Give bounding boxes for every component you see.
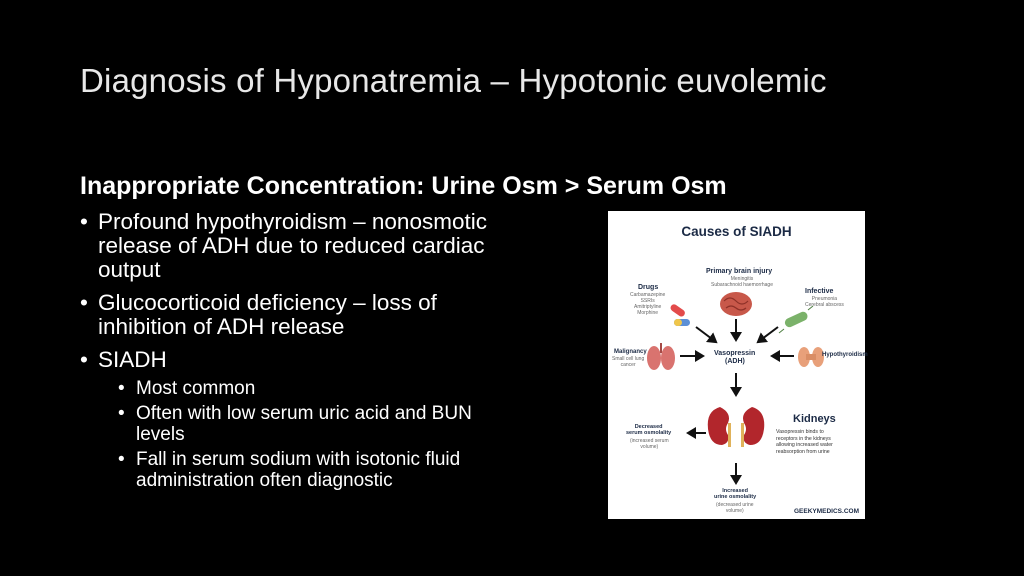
drugs-sub: Carbamazepine SSRIs Amitriptyline Morphi… (630, 292, 666, 316)
bullet-list: Profound hypothyroidism – nonosmotic rel… (80, 210, 510, 500)
section-heading: Inappropriate Concentration: Urine Osm >… (80, 172, 727, 200)
brain-icon (720, 292, 752, 316)
primary-brain-injury-label: Primary brain injury (706, 268, 773, 275)
malignancy-sub: Small cell lung cancer (612, 356, 645, 368)
bullet-text: SIADH (98, 347, 167, 372)
arrow-icon (756, 326, 779, 344)
sub-bullet: Often with low serum uric acid and BUN l… (98, 403, 510, 445)
hypothyroidism-label: Hypothyroidism (822, 352, 868, 358)
adh-label: (ADH) (725, 358, 745, 365)
bullet-text: Glucocorticoid deficiency – loss of inhi… (98, 290, 437, 339)
siadh-causes-infographic: Causes of SIADH Primary brain injury Men… (608, 211, 868, 519)
primary-brain-injury-sub: Meningitis Subarachnoid haemorrhage (711, 276, 773, 288)
drugs-label: Drugs (638, 284, 659, 291)
decreased-serum-osmolality-sub: (increased serum volume) (630, 438, 669, 450)
increased-urine-osmolality-sub: (decreased urine volume) (716, 502, 754, 514)
kidneys-title: Kidneys (793, 413, 836, 425)
bullet-glucocorticoid: Glucocorticoid deficiency – loss of inhi… (80, 291, 510, 339)
bacteria-icon (778, 305, 814, 334)
infective-sub: Pneumonia Cerebral abscess (805, 296, 844, 308)
thyroid-icon (798, 347, 824, 367)
infographic-drawing (647, 292, 824, 485)
vasopressin-label: Vasopressin (714, 350, 756, 357)
siadh-sublist: Most common Often with low serum uric ac… (98, 378, 510, 491)
bullet-siadh: SIADH Most common Often with low serum u… (80, 347, 510, 492)
infographic-title: Causes of SIADH (681, 224, 792, 239)
bullet-text: Profound hypothyroidism – nonosmotic rel… (98, 209, 487, 282)
bullet-hypothyroidism: Profound hypothyroidism – nonosmotic rel… (80, 210, 510, 282)
brand-logo: GEEKYMEDICS.COM (793, 508, 859, 515)
kidneys-text: Vasopressin binds to receptors in the ki… (776, 429, 833, 455)
infective-label: Infective (805, 288, 834, 295)
malignancy-label: Malignancy (614, 349, 647, 355)
kidneys-icon (707, 407, 765, 447)
increased-urine-osmolality-label: Increased urine osmolality (714, 488, 757, 500)
slide-title: Diagnosis of Hyponatremia – Hypotonic eu… (80, 62, 827, 99)
pills-icon (670, 304, 690, 326)
sub-bullet: Fall in serum sodium with isotonic fluid… (98, 449, 510, 491)
arrow-icon (695, 326, 718, 344)
lungs-icon (647, 343, 675, 370)
decreased-serum-osmolality-label: Decreased serum osmolality (626, 424, 672, 436)
sub-bullet: Most common (98, 378, 510, 399)
